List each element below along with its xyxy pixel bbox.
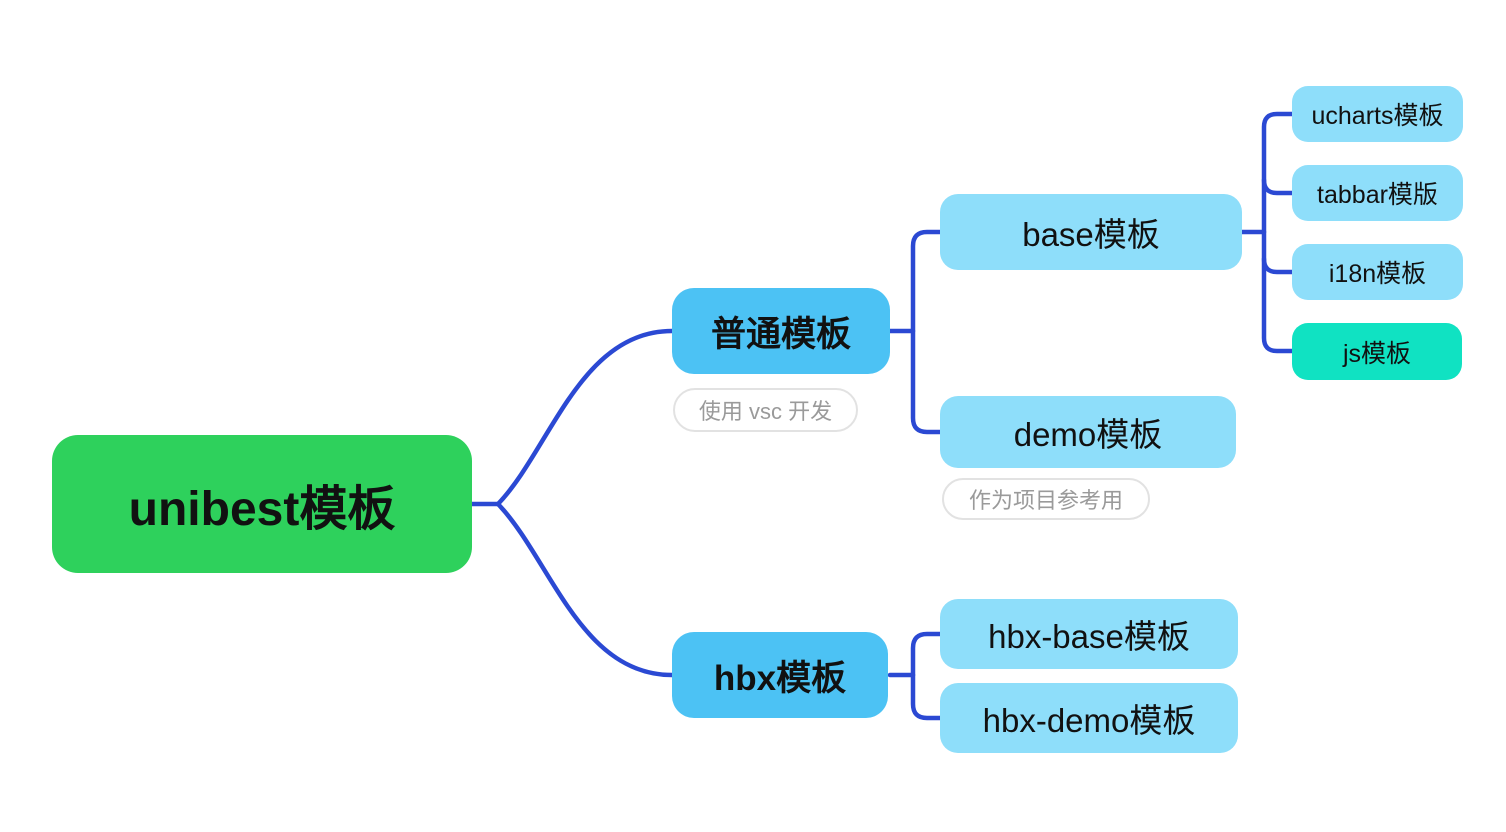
node-i18n[interactable]: i18n模板 xyxy=(1292,244,1463,300)
connector-base-elbow-i18n xyxy=(1261,256,1295,275)
connector-base-bracket xyxy=(1261,111,1295,354)
node-base[interactable]: base模板 xyxy=(940,194,1242,270)
node-demo[interactable]: demo模板 xyxy=(940,396,1236,468)
node-branch-putong[interactable]: 普通模板 xyxy=(672,288,890,374)
connector-base-elbow-tabbar xyxy=(1261,177,1295,196)
node-hbx-demo[interactable]: hbx-demo模板 xyxy=(940,683,1238,753)
node-js[interactable]: js模板 xyxy=(1292,323,1462,380)
node-tabbar[interactable]: tabbar模版 xyxy=(1292,165,1463,221)
note-branch-putong[interactable]: 使用 vsc 开发 xyxy=(673,388,858,432)
note-demo[interactable]: 作为项目参考用 xyxy=(942,478,1150,520)
connector-root-to-branch2 xyxy=(495,501,675,678)
connector-branch1-bracket xyxy=(910,229,943,435)
node-branch-hbx[interactable]: hbx模板 xyxy=(672,632,888,718)
connector-branch2-bracket xyxy=(910,631,943,721)
node-ucharts[interactable]: ucharts模板 xyxy=(1292,86,1463,142)
node-root[interactable]: unibest模板 xyxy=(52,435,472,573)
node-hbx-base[interactable]: hbx-base模板 xyxy=(940,599,1238,669)
connector-root-to-branch1 xyxy=(495,328,675,507)
